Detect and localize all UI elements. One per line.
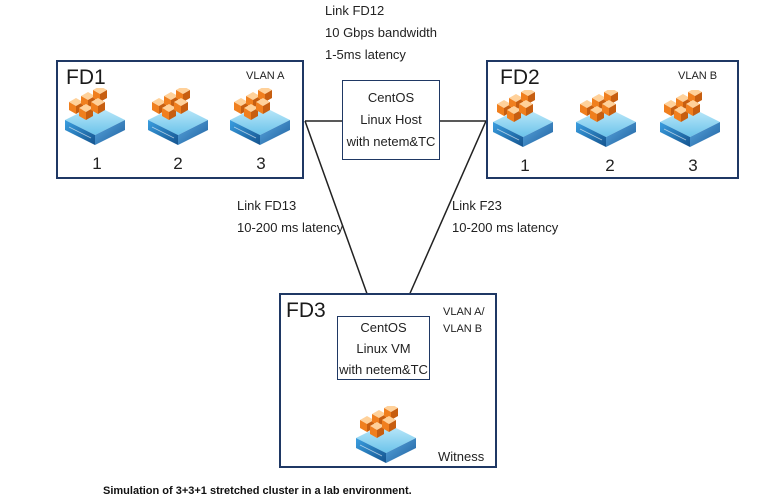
- linux-vm-line2: Linux VM: [356, 341, 411, 356]
- link-fd13-label: Link FD13 10-200 ms latency: [237, 195, 343, 239]
- link-fd13-latency: 10-200 ms latency: [237, 220, 344, 235]
- fd1-host-3-label: 3: [256, 154, 266, 173]
- link-f23-name: Link F23: [452, 198, 502, 213]
- fd1-title: FD1: [66, 66, 106, 89]
- witness-label: Witness: [438, 449, 485, 464]
- fd2-box: FD2 VLAN B 1 2 3: [486, 60, 739, 179]
- esx-host-icon: [491, 90, 555, 153]
- fd1-box: FD1 VLAN A 1 2 3: [56, 60, 304, 179]
- link-fd12-latency: 1-5ms latency: [325, 47, 406, 62]
- link-f23-label: Link F23 10-200 ms latency: [452, 195, 558, 239]
- link-fd12-bandwidth: 10 Gbps bandwidth: [325, 25, 438, 40]
- esx-host-icon: [228, 88, 292, 151]
- link-fd13-name: Link FD13: [237, 198, 297, 213]
- esx-host-icon: [574, 90, 638, 153]
- fd1-host-1-label: 1: [92, 154, 102, 173]
- fd1-host-2-label: 2: [173, 154, 183, 173]
- link-fd12-name: Link FD12: [325, 3, 385, 18]
- fd2-title: FD2: [500, 66, 540, 89]
- fd2-host-1-label: 1: [520, 156, 530, 175]
- linux-vm-box: CentOS Linux VM with netem&TC: [337, 316, 430, 380]
- fd2-host-2-label: 2: [605, 156, 615, 175]
- linux-host-line3: with netem&TC: [346, 134, 436, 149]
- esx-host-icon: [146, 88, 210, 151]
- fd3-title: FD3: [286, 299, 326, 322]
- fd3-vlan-label-line2: VLAN B: [443, 323, 483, 335]
- fd1-vlan-label: VLAN A: [246, 70, 285, 82]
- linux-host-line2: Linux Host: [360, 112, 422, 127]
- linux-host-line1: CentOS: [367, 90, 415, 105]
- fd2-host-3-label: 3: [688, 156, 698, 175]
- link-f23-line: [399, 120, 487, 317]
- fd2-vlan-label: VLAN B: [678, 70, 718, 82]
- esx-host-icon: [658, 90, 722, 153]
- link-fd12-label: Link FD12 10 Gbps bandwidth 1-5ms latenc…: [325, 0, 437, 66]
- linux-vm-line3: with netem&TC: [339, 362, 428, 377]
- link-f23-latency: 10-200 ms latency: [452, 220, 559, 235]
- linux-vm-line1: CentOS: [360, 320, 407, 335]
- figure-caption: Simulation of 3+3+1 stretched cluster in…: [103, 485, 412, 497]
- fd3-vlan-label-line1: VLAN A/: [443, 306, 485, 318]
- link-fd13-line: [304, 120, 376, 317]
- linux-host-box: CentOS Linux Host with netem&TC: [342, 80, 440, 160]
- esx-host-icon: [63, 88, 127, 151]
- witness-esx-host-icon: [354, 406, 418, 469]
